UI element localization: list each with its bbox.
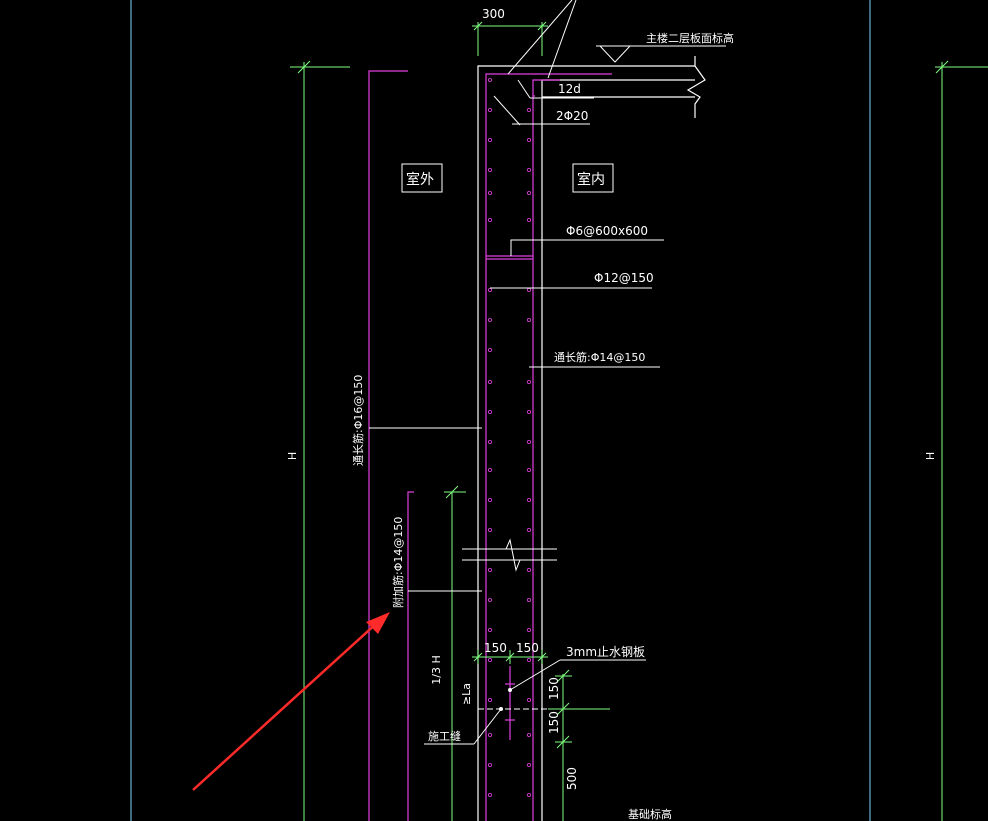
leader-waterstop — [509, 659, 646, 691]
rebar-cage — [485, 73, 612, 821]
dim-150-lower-label: 150 — [547, 711, 561, 734]
through-inner-label: 通长筋:Φ14@150 — [554, 350, 645, 364]
dimension-height-left — [290, 60, 350, 821]
height-label-right: H — [924, 452, 937, 460]
third-h-label: 1/3 H — [430, 655, 443, 684]
dimension-third-h — [444, 485, 466, 821]
dim-150-right-label: 150 — [516, 641, 539, 655]
rebar-dots — [487, 78, 532, 798]
interior-label: 室内 — [577, 171, 605, 188]
dimension-height-right — [935, 60, 988, 821]
construction-joint-label: 施工缝 — [428, 729, 461, 743]
dim-150-upper-label: 150 — [547, 677, 561, 700]
exterior-box — [401, 163, 443, 193]
red-annotation-arrow — [192, 612, 390, 791]
rebar-outer-face — [368, 70, 414, 821]
hook-12d-label: 12d — [558, 82, 581, 96]
leader-top — [507, 0, 577, 79]
dimension-vertical-right — [548, 669, 610, 821]
dimension-150-150 — [472, 650, 548, 664]
dim-150-left-label: 150 — [484, 641, 507, 655]
waterstop-plate — [505, 666, 515, 740]
ge-la-label: ≥La — [460, 683, 473, 705]
height-label-left: H — [286, 452, 299, 460]
slab-elevation-marker — [596, 45, 726, 63]
leader-construction-joint — [424, 708, 502, 745]
base-elevation-label: 基础标高 — [628, 807, 672, 821]
additional-bars-label: 附加筋:Φ14@150 — [391, 517, 405, 608]
slab-elevation-label: 主楼二层板面标高 — [646, 31, 734, 45]
wall-outline — [477, 56, 706, 821]
leader-top-bars — [493, 95, 590, 126]
exterior-label: 室外 — [406, 171, 434, 188]
horiz-bars-label: Φ12@150 — [594, 271, 654, 285]
leader-12d — [517, 79, 594, 99]
leader-tie-bars — [510, 239, 664, 256]
waterstop-point — [508, 688, 512, 692]
dim-300-label: 300 — [482, 7, 505, 21]
waterstop-label: 3mm止水钢板 — [566, 645, 645, 659]
dim-500-label: 500 — [565, 767, 579, 790]
through-outer-label: 通长筋:Φ16@150 — [351, 375, 365, 466]
interior-box — [572, 163, 614, 193]
top-bars-label: 2Φ20 — [556, 109, 588, 123]
dimension-300 — [472, 21, 548, 56]
break-symbol — [462, 538, 557, 572]
tie-bars-label: Φ6@600x600 — [566, 224, 648, 238]
